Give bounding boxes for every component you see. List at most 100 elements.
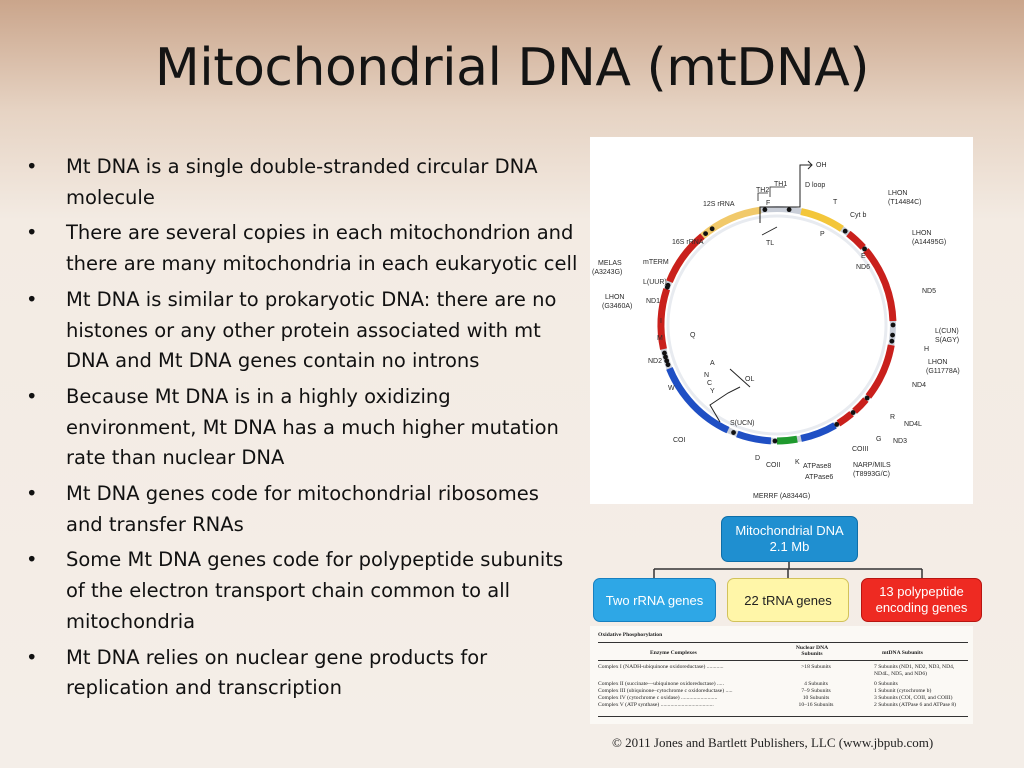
map-label-lcun: L(CUN) <box>935 328 959 335</box>
oxphos-cell: Complex V (ATP synthase) ...............… <box>598 702 714 708</box>
trna-dot <box>762 207 768 213</box>
map-label-a: A <box>710 360 715 367</box>
org-child-trna: 22 tRNA genes <box>727 578 849 622</box>
map-label-i: I <box>660 318 662 325</box>
map-label-nd3: ND3 <box>893 438 907 445</box>
bullet-item: Mt DNA relies on nuclear gene products f… <box>24 643 579 704</box>
oh-origin-line <box>759 164 812 223</box>
bullet-list: Mt DNA is a single double-stranded circu… <box>24 152 579 709</box>
map-label-m: M <box>657 335 663 342</box>
map-label-ol: OL <box>745 376 754 383</box>
inner-ring <box>666 214 888 436</box>
slide-title: Mitochondrial DNA (mtDNA) <box>154 38 870 98</box>
map-label-lhon-g11778a-1: LHON <box>928 359 947 366</box>
org-root-line2: 2.1 Mb <box>769 539 810 554</box>
org-child-polypeptide: 13 polypeptide encoding genes <box>861 578 982 622</box>
trna-dot <box>889 338 895 344</box>
map-label-lhon-g11778a-2: (G11778A) <box>926 368 960 375</box>
trna-dot <box>662 350 667 356</box>
arc-coiii <box>800 422 837 442</box>
map-label-melas-1: MELAS <box>598 260 622 267</box>
arc-cytb <box>800 208 844 232</box>
map-label-nd2: ND2 <box>648 358 662 365</box>
oxphos-cell: 4 Subunits <box>804 681 828 687</box>
trna-dot <box>665 282 671 288</box>
trna-dot <box>709 226 715 232</box>
map-label-nd4: ND4 <box>912 382 926 389</box>
trna-dot <box>772 438 778 444</box>
org-root-mtdna: Mitochondrial DNA 2.1 Mb <box>721 516 858 562</box>
oxphos-cell: Complex IV (cytochrome c oxidase) ......… <box>598 695 718 701</box>
trna-dot <box>703 231 708 236</box>
map-label-lhon-g3460a-1: LHON <box>605 294 624 301</box>
org-child-polypeptide-line1: 13 polypeptide <box>879 584 964 599</box>
map-label-coii: COII <box>766 462 780 469</box>
bullet-item: Mt DNA genes code for mitochondrial ribo… <box>24 479 579 540</box>
map-label-12s-rrna: 12S rRNA <box>703 201 735 208</box>
oxphos-cell: Complex I (NADH-ubiquinone oxidoreductas… <box>598 664 724 670</box>
oh-arrow-icon <box>807 160 813 170</box>
trna-dot <box>664 358 670 364</box>
map-label-th1: TH1 <box>774 181 787 188</box>
arc-nd2 <box>657 288 671 350</box>
trna-dot <box>786 207 792 213</box>
map-label-lhon-t14484c-1: LHON <box>888 190 907 197</box>
bullet-item: Mt DNA is a single double-stranded circu… <box>24 152 579 213</box>
map-label-q: Q <box>690 332 696 339</box>
oxphos-cell: 2 Subunits (ATPase 6 and ATPase 8) <box>874 702 957 708</box>
map-label-n: N <box>704 372 709 379</box>
map-label-e: E <box>861 253 866 260</box>
trna-dot <box>850 410 856 415</box>
map-label-th2: TH2 <box>756 187 769 194</box>
arc-coii <box>736 430 772 445</box>
map-label-c: C <box>707 380 712 387</box>
oxphos-caption: Oxidative Phosphorylation <box>598 632 663 638</box>
map-label-oh: OH <box>816 162 827 169</box>
gene-arcs <box>657 206 897 445</box>
map-label-lhon-t14484c-2: (T14484C) <box>888 199 921 206</box>
map-label-luur: L(UUR) <box>643 279 667 286</box>
org-child-polypeptide-line2: encoding genes <box>875 600 968 615</box>
map-label-cytb: Cyt b <box>850 212 866 219</box>
map-label-coiii: COIII <box>852 446 868 453</box>
trna-dot <box>665 362 671 368</box>
map-label-r: R <box>890 414 895 421</box>
oxphos-cell: 0 Subunits <box>874 681 898 687</box>
org-child-rrna: Two rRNA genes <box>593 578 716 622</box>
trna-dot <box>842 228 848 234</box>
oxphos-cell: Complex III (ubiquinone–cytochrome c oxi… <box>598 688 733 694</box>
trna-dot <box>864 395 870 401</box>
map-label-d: D <box>755 455 760 462</box>
trna-dot <box>890 322 896 328</box>
mtdna-circular-map: OH D loop TH1 TH2 TL F T P 12S rRNA 16S … <box>592 160 960 500</box>
map-label-h: H <box>924 346 929 353</box>
copyright-notice: © 2011 Jones and Bartlett Publishers, LL… <box>612 735 934 750</box>
oxphos-table: Oxidative Phosphorylation Enzyme Complex… <box>590 626 973 724</box>
map-label-narp-2: (T8993G/C) <box>853 471 890 478</box>
ol-origin-line <box>709 386 741 423</box>
oxphos-cell: 3 Subunits (COI, COII, and COIII) <box>874 695 953 701</box>
arc-nd1 <box>666 233 705 283</box>
trna-dot <box>890 332 895 338</box>
map-label-melas-2: (A3243G) <box>592 269 622 276</box>
oxphos-cell: 7 Subunits (ND1, ND2, ND3, ND4, ND4L, ND… <box>874 664 955 677</box>
map-label-merrf-1: MERRF (A8344G) <box>753 493 810 500</box>
oxphos-header-mtdna: mtDNA Subunits <box>882 650 923 656</box>
map-label-nd6: ND6 <box>856 264 870 271</box>
map-label-p: P <box>820 231 825 238</box>
map-label-sucn: S(UCN) <box>730 420 755 427</box>
mtdna-map-figure: OH D loop TH1 TH2 TL F T P 12S rRNA 16S … <box>590 137 973 504</box>
oxphos-cell: 10 Subunits <box>802 695 830 701</box>
map-label-dloop: D loop <box>805 182 825 189</box>
map-label-f: F <box>766 200 770 207</box>
map-label-sagy: S(AGY) <box>935 337 959 344</box>
trna-dot <box>731 430 736 435</box>
map-label-w: W <box>668 385 675 392</box>
trna-dot <box>834 422 840 427</box>
map-label-atpase6: ATPase6 <box>805 474 833 481</box>
oxphos-cell: >18 Subunits <box>801 664 831 670</box>
map-label-narp-1: NARP/MILS <box>853 462 891 469</box>
oxphos-cell: 10–16 Subunits <box>798 702 834 708</box>
map-label-nd4l: ND4L <box>904 421 922 428</box>
